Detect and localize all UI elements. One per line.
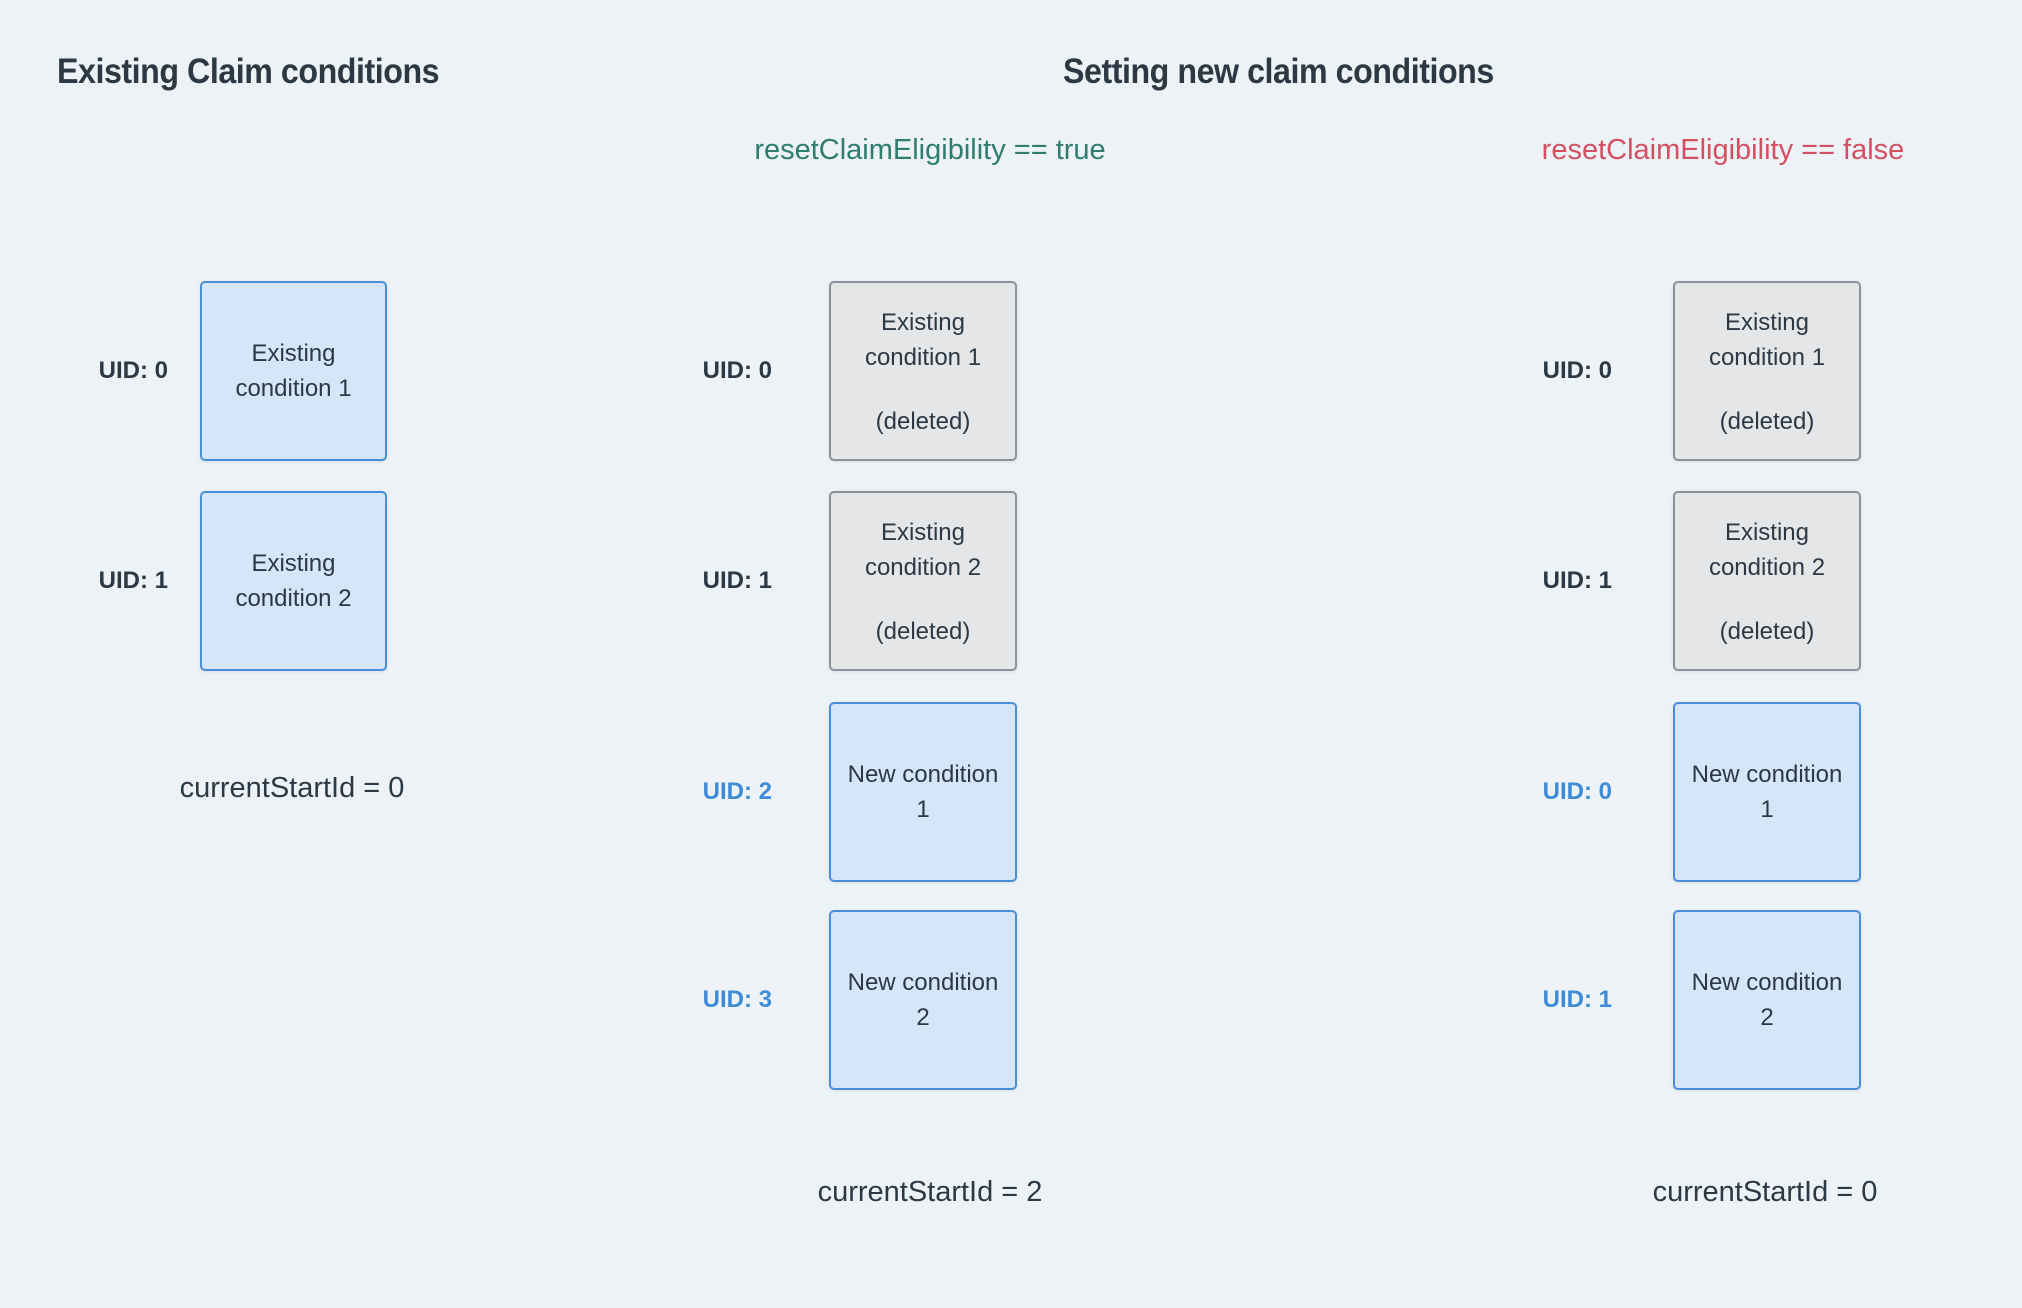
current-start-id-true: currentStartId = 2 <box>817 1176 1043 1208</box>
condition-box-deleted: Existing condition 1 (deleted) <box>829 281 1017 461</box>
deleted-note: (deleted) <box>1719 618 1815 645</box>
reset-eligibility-true-label: resetClaimEligibility == true <box>754 134 1106 166</box>
condition-line1: New condition <box>1691 969 1843 996</box>
condition-line2: 1 <box>1760 796 1774 823</box>
deleted-note: (deleted) <box>1719 408 1815 435</box>
condition-box: New condition 1 <box>1673 702 1861 882</box>
current-start-id-false: currentStartId = 0 <box>1652 1176 1878 1208</box>
condition-box-text: Existing condition 1 <box>1709 305 1825 375</box>
uid-label: UID: 3 <box>702 986 772 1013</box>
uid-label: UID: 1 <box>1542 986 1612 1013</box>
condition-line2: condition 1 <box>864 344 982 371</box>
uid-label: UID: 0 <box>1542 357 1612 384</box>
uid-label: UID: 1 <box>1542 567 1612 594</box>
condition-box-text: Existing condition 2 <box>1709 515 1825 585</box>
deleted-note: (deleted) <box>875 408 971 435</box>
deleted-note: (deleted) <box>875 618 971 645</box>
condition-line1: Existing <box>880 519 966 546</box>
condition-line2: condition 2 <box>1708 554 1826 581</box>
current-start-id-left: currentStartId = 0 <box>179 772 405 804</box>
uid-label: UID: 0 <box>702 357 772 384</box>
condition-box-deleted: Existing condition 1 (deleted) <box>1673 281 1861 461</box>
left-panel-title: Existing Claim conditions <box>57 52 440 91</box>
condition-box-text: Existing condition 1 <box>865 305 981 375</box>
condition-box: New condition 2 <box>829 910 1017 1090</box>
condition-box-text: New condition 1 <box>848 757 999 827</box>
condition-line1: Existing <box>1724 309 1810 336</box>
condition-line1: Existing <box>1724 519 1810 546</box>
condition-line1: New condition <box>847 969 999 996</box>
condition-line1: New condition <box>1691 761 1843 788</box>
condition-line1: Existing <box>880 309 966 336</box>
condition-line1: Existing <box>251 340 336 367</box>
condition-box: New condition 1 <box>829 702 1017 882</box>
condition-line2: 1 <box>916 796 930 823</box>
condition-line2: condition 2 <box>235 585 352 612</box>
uid-label: UID: 0 <box>1542 778 1612 805</box>
condition-line2: condition 1 <box>1708 344 1826 371</box>
condition-box-text: New condition 1 <box>1692 757 1843 827</box>
new-panel-title: Setting new claim conditions <box>1063 52 1494 91</box>
condition-box-text: Existing condition 1 <box>235 336 351 406</box>
condition-line1: New condition <box>847 761 999 788</box>
condition-line2: condition 2 <box>864 554 982 581</box>
uid-label: UID: 2 <box>702 778 772 805</box>
uid-label: UID: 1 <box>98 567 168 594</box>
condition-line2: 2 <box>916 1004 930 1031</box>
condition-box-text: Existing condition 2 <box>235 546 351 616</box>
condition-box-text: New condition 2 <box>1692 965 1843 1035</box>
condition-box: New condition 2 <box>1673 910 1861 1090</box>
reset-eligibility-false-label: resetClaimEligibility == false <box>1541 134 1905 166</box>
condition-box-text: New condition 2 <box>848 965 999 1035</box>
condition-box-deleted: Existing condition 2 (deleted) <box>1673 491 1861 671</box>
condition-line2: condition 1 <box>235 375 352 402</box>
condition-box-text: Existing condition 2 <box>865 515 981 585</box>
condition-line1: Existing <box>251 550 336 577</box>
condition-line2: 2 <box>1760 1004 1774 1031</box>
condition-box: Existing condition 2 <box>200 491 387 671</box>
condition-box: Existing condition 1 <box>200 281 387 461</box>
uid-label: UID: 0 <box>98 357 168 384</box>
condition-box-deleted: Existing condition 2 (deleted) <box>829 491 1017 671</box>
uid-label: UID: 1 <box>702 567 772 594</box>
